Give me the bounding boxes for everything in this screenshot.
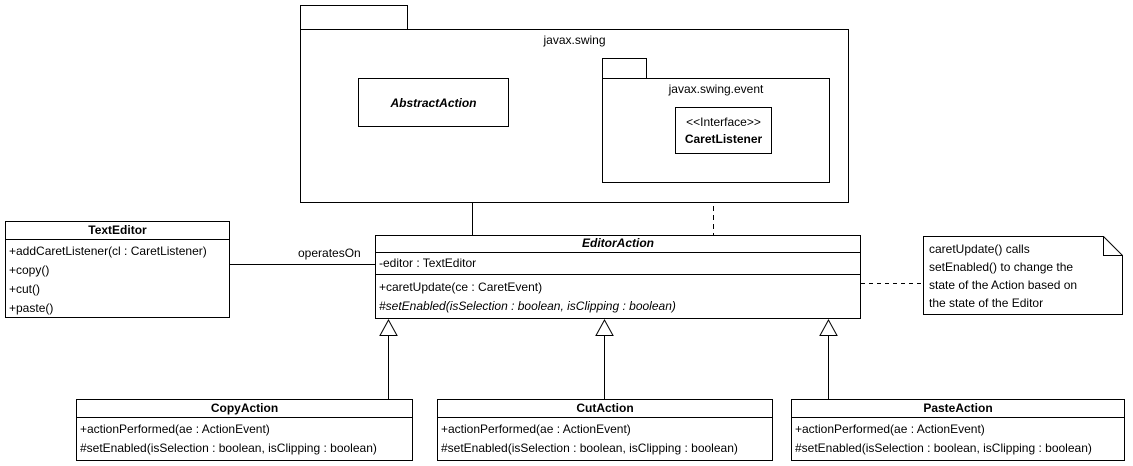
method-row: +actionPerformed(ae : ActionEvent) [80,422,270,436]
class-pasteaction: PasteAction +actionPerformed(ae : Action… [791,399,1125,461]
note-line: setEnabled() to change the [929,260,1074,274]
method-row: +copy() [9,263,50,277]
method-row: +actionPerformed(ae : ActionEvent) [441,422,631,436]
method-row: +addCaretListener(cl : CaretListener) [9,244,207,258]
association-label: operatesOn [298,246,361,260]
method-row: #setEnabled(isSelection : boolean, isCli… [80,441,377,455]
class-cutaction-methods: +actionPerformed(ae : ActionEvent) #setE… [438,418,772,458]
package-swing-label: javax.swing [543,33,606,47]
class-pasteaction-name: PasteAction [792,400,1124,418]
note-shape [923,236,1123,315]
interface-caretlistener: <<Interface>> CaretListener [675,107,772,154]
class-editoraction-attributes: -editor : TextEditor [376,253,860,275]
generalization-copyaction-editoraction [379,318,398,399]
class-editoraction: EditorAction -editor : TextEditor +caret… [375,235,861,319]
attribute-row: -editor : TextEditor [379,256,477,270]
class-abstractaction: AbstractAction [358,78,509,127]
note-line: caretUpdate() calls [929,242,1030,256]
interface-caretlistener-stereotype: <<Interface>> [686,115,761,129]
method-row: +cut() [9,282,41,296]
package-swingevent-label: javax.swing.event [668,82,764,96]
method-row: +paste() [9,301,54,315]
class-texteditor-methods: +addCaretListener(cl : CaretListener) +c… [6,240,229,318]
class-abstractaction-name: AbstractAction [390,95,477,110]
method-row: #setEnabled(isSelection : boolean, isCli… [795,441,1092,455]
generalization-pasteaction-editoraction [819,318,838,399]
generalization-cutaction-editoraction [595,318,614,399]
class-pasteaction-methods: +actionPerformed(ae : ActionEvent) #setE… [792,418,1124,458]
class-cutaction-name: CutAction [438,400,772,418]
class-texteditor-name: TextEditor [6,222,229,240]
method-row: #setEnabled(isSelection : boolean, isCli… [441,441,738,455]
method-row: +caretUpdate(ce : CaretEvent) [379,280,543,294]
class-cutaction: CutAction +actionPerformed(ae : ActionEv… [437,399,773,461]
interface-caretlistener-name: CaretListener [684,132,763,146]
method-row: #setEnabled(isSelection : boolean, isCli… [379,299,676,313]
class-editoraction-methods: +caretUpdate(ce : CaretEvent) #setEnable… [376,275,860,316]
class-texteditor: TextEditor +addCaretListener(cl : CaretL… [5,221,230,318]
package-swingevent-tab [602,58,647,79]
class-copyaction-name: CopyAction [77,400,412,418]
method-row: +actionPerformed(ae : ActionEvent) [795,422,985,436]
class-editoraction-name: EditorAction [376,236,860,253]
package-swing-tab [300,5,408,30]
note-line: state of the Action based on [929,278,1078,292]
note-line: the state of the Editor [929,296,1044,310]
class-copyaction-methods: +actionPerformed(ae : ActionEvent) #setE… [77,418,412,458]
uml-note: caretUpdate() calls setEnabled() to chan… [923,236,1123,315]
class-copyaction: CopyAction +actionPerformed(ae : ActionE… [76,399,413,461]
note-text: caretUpdate() calls setEnabled() to chan… [929,240,1119,312]
